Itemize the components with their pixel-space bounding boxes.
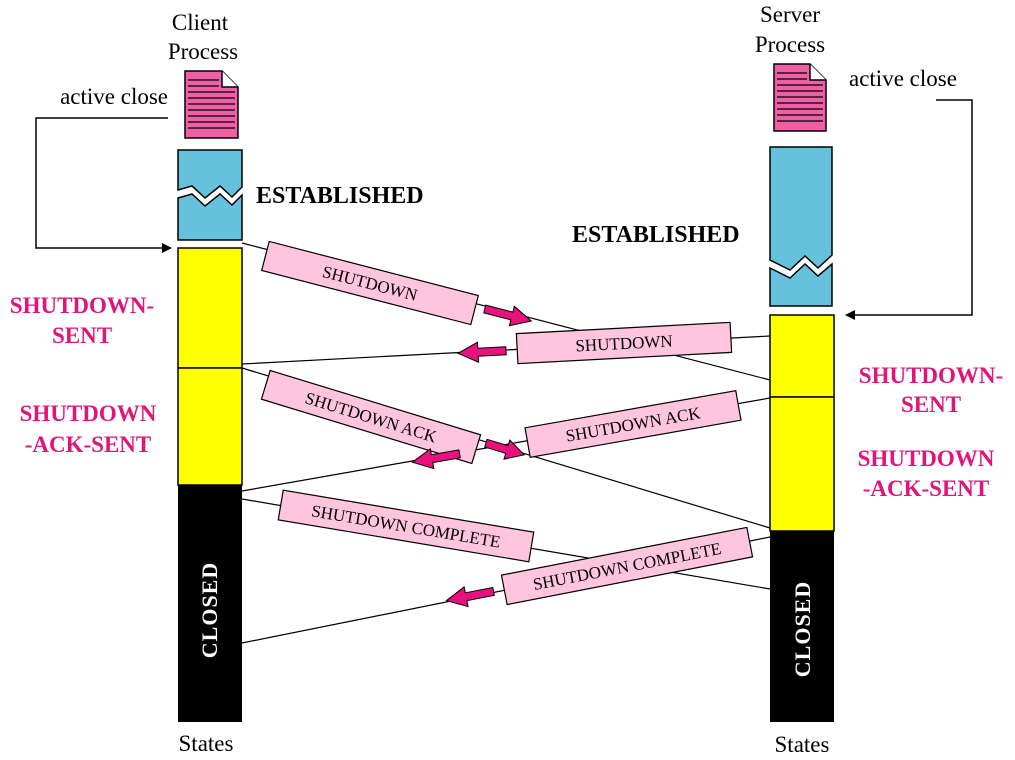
server-document-icon — [773, 63, 827, 132]
client-shutdown-complete-message: SHUTDOWN COMPLETE — [277, 489, 535, 563]
client-title-line2: Process — [168, 39, 238, 64]
client-states-label: States — [179, 731, 234, 756]
server-title-line1: Server — [760, 2, 820, 27]
client-shutdown-ack-sent-block — [177, 367, 243, 486]
server-shutdown-sent-block — [769, 314, 835, 398]
client-document-icon — [184, 70, 239, 139]
server-active-close-label: active close — [849, 66, 957, 91]
client-shutdown-sent-label-2: SENT — [52, 323, 112, 348]
client-established-label: ESTABLISHED — [256, 183, 424, 209]
client-shutdown-arrow-icon — [483, 304, 533, 327]
server-shutdown-ack-message: SHUTDOWN ACK — [524, 389, 742, 459]
server-shutdown-message: SHUTDOWN — [515, 321, 733, 365]
server-shutdown-sent-label-1: SHUTDOWN- — [859, 363, 1003, 388]
server-closed-block — [770, 531, 834, 722]
client-shutdown-message: SHUTDOWN — [260, 240, 480, 326]
server-shutdown-sent-label-2: SENT — [901, 392, 961, 417]
server-established-label: ESTABLISHED — [572, 222, 740, 248]
server-shutdown-complete-message: SHUTDOWN COMPLETE — [500, 526, 754, 606]
client-established-block — [177, 149, 243, 241]
server-established-block — [769, 146, 833, 307]
server-shutdown-ack-sent-label-2: -ACK-SENT — [863, 476, 990, 501]
server-shutdown-arrow-icon — [456, 341, 507, 363]
client-closed-block — [178, 485, 242, 722]
server-states-label: States — [775, 732, 830, 757]
client-closed-label: CLOSED — [197, 562, 222, 658]
client-shutdown-ack-message: SHUTDOWN ACK — [260, 369, 482, 465]
server-closed-label: CLOSED — [790, 581, 815, 677]
client-active-close-arrow — [35, 117, 172, 253]
server-shutdown-ack-sent-label-1: SHUTDOWN — [858, 446, 995, 471]
client-shutdown-ack-arrow-icon — [484, 438, 526, 460]
server-active-close-arrow — [845, 99, 973, 320]
server-shutdown-ack-arrow-icon — [411, 447, 461, 470]
client-shutdown-ack-sent-label-1: SHUTDOWN — [20, 401, 157, 426]
client-shutdown-sent-block — [177, 247, 243, 369]
client-active-close-label: active close — [60, 84, 168, 109]
server-title-line2: Process — [755, 32, 825, 57]
client-title-line1: Client — [172, 10, 229, 35]
server-shutdown-ack-sent-block — [769, 396, 835, 532]
server-shutdown-complete-arrow-icon — [445, 586, 495, 608]
client-shutdown-sent-label-1: SHUTDOWN- — [10, 293, 154, 318]
client-shutdown-ack-sent-label-2: -ACK-SENT — [25, 432, 152, 457]
direction-arrows — [411, 304, 533, 608]
